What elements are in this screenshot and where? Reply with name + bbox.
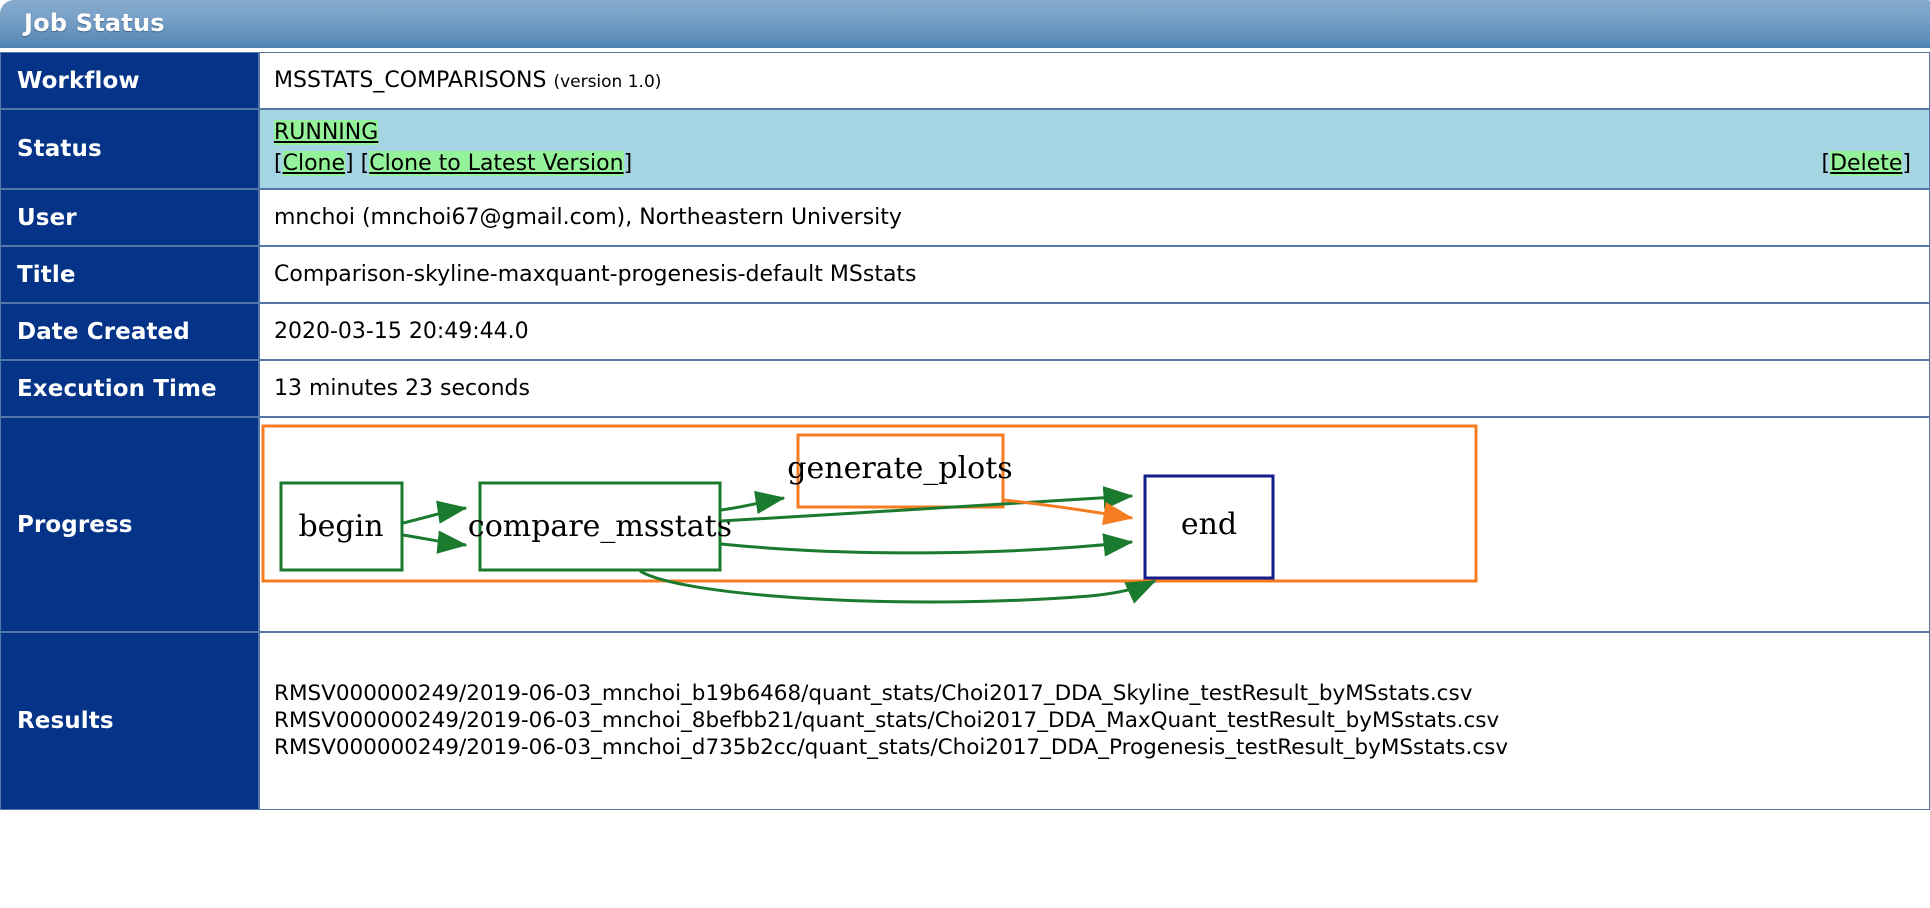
node-begin-label: begin (298, 509, 383, 544)
edge-compare-to-end-lower (639, 569, 1157, 604)
row-label-title: Title (0, 246, 259, 304)
table-row-workflow: Workflow MSSTATS_COMPARISONS (version 1.… (0, 52, 1930, 110)
row-label-date-created: Date Created (0, 303, 259, 361)
row-value-results: RMSV000000249/2019-06-03_mnchoi_b19b6468… (259, 632, 1930, 811)
window-titlebar: Job Status (0, 0, 1930, 48)
row-label-status: Status (0, 109, 259, 190)
bracket-open-delete: [ (1821, 151, 1831, 177)
row-label-progress: Progress (0, 417, 259, 633)
node-end-box[interactable] (1143, 474, 1275, 580)
bracket-open-clone-latest: [ (360, 151, 370, 177)
workflow-name: MSSTATS_COMPARISONS (274, 68, 547, 93)
edge-begin-to-compare-1 (402, 500, 468, 525)
node-begin-box[interactable] (279, 481, 404, 572)
status-actions: [Clone] [Clone to Latest Version] [Delet… (274, 149, 1911, 178)
edge-generate-plots-to-end (1003, 498, 1134, 526)
table-row-date-created: Date Created 2020-03-15 20:49:44.0 (0, 303, 1930, 361)
table-row-status: Status RUNNING [Clone] [Clone to Latest … (0, 109, 1930, 190)
workflow-diagram: begin compare_msstats generate_plots end (260, 418, 1929, 631)
node-compare-msstats-box[interactable] (478, 481, 722, 572)
edge-compare-to-end-middle (720, 533, 1134, 557)
edge-begin-to-compare-2 (402, 530, 468, 555)
row-value-date-created: 2020-03-15 20:49:44.0 (259, 303, 1930, 361)
bracket-close-delete: ] (1902, 151, 1911, 177)
row-value-status: RUNNING [Clone] [Clone to Latest Version… (259, 109, 1930, 190)
cluster-box-outer (261, 424, 1478, 583)
edge-compare-to-end-upper (720, 486, 1134, 523)
row-value-workflow: MSSTATS_COMPARISONS (version 1.0) (259, 52, 1930, 110)
clone-actions-group: [Clone] [Clone to Latest Version] (274, 149, 632, 178)
node-compare-msstats-label: compare_msstats (468, 509, 732, 544)
node-generate-plots-box[interactable] (796, 433, 1005, 509)
result-file-path[interactable]: RMSV000000249/2019-06-03_mnchoi_b19b6468… (274, 681, 1473, 707)
row-value-progress: begin compare_msstats generate_plots end (259, 417, 1930, 633)
row-label-execution-time: Execution Time (0, 360, 259, 418)
job-status-table: Workflow MSSTATS_COMPARISONS (version 1.… (0, 52, 1930, 811)
node-end-label: end (1181, 507, 1237, 542)
workflow-graph-svg: begin compare_msstats generate_plots end (261, 424, 1478, 604)
row-label-workflow: Workflow (0, 52, 259, 110)
row-label-results: Results (0, 632, 259, 811)
edge-compare-to-generate-plots (720, 491, 786, 515)
status-badge[interactable]: RUNNING (274, 120, 379, 146)
workflow-version: (version 1.0) (553, 72, 662, 92)
row-label-user: User (0, 189, 259, 247)
clone-to-latest-version-link[interactable]: Clone to Latest Version (369, 151, 624, 177)
status-badge-wrap: RUNNING (274, 118, 1911, 147)
table-row-execution-time: Execution Time 13 minutes 23 seconds (0, 360, 1930, 418)
delete-action-group: [Delete] (1822, 149, 1911, 178)
result-file-path[interactable]: RMSV000000249/2019-06-03_mnchoi_8befbb21… (274, 707, 1500, 733)
table-row-results: Results RMSV000000249/2019-06-03_mnchoi_… (0, 632, 1930, 811)
row-value-user: mnchoi (mnchoi67@gmail.com), Northeaster… (259, 189, 1930, 247)
bracket-open-clone: [ (274, 151, 283, 177)
table-row-progress: Progress (0, 417, 1930, 633)
table-row-title: Title Comparison-skyline-maxquant-progen… (0, 246, 1930, 304)
bracket-close-clone: ] (345, 151, 354, 177)
row-value-execution-time: 13 minutes 23 seconds (259, 360, 1930, 418)
node-generate-plots-label: generate_plots (787, 451, 1012, 486)
clone-link[interactable]: Clone (282, 151, 346, 177)
page-title: Job Status (24, 9, 165, 37)
bracket-close-clone-latest: ] (623, 151, 633, 177)
result-file-path[interactable]: RMSV000000249/2019-06-03_mnchoi_d735b2cc… (274, 734, 1509, 760)
delete-link[interactable]: Delete (1830, 151, 1903, 177)
table-row-user: User mnchoi (mnchoi67@gmail.com), Northe… (0, 189, 1930, 247)
row-value-title: Comparison-skyline-maxquant-progenesis-d… (259, 246, 1930, 304)
